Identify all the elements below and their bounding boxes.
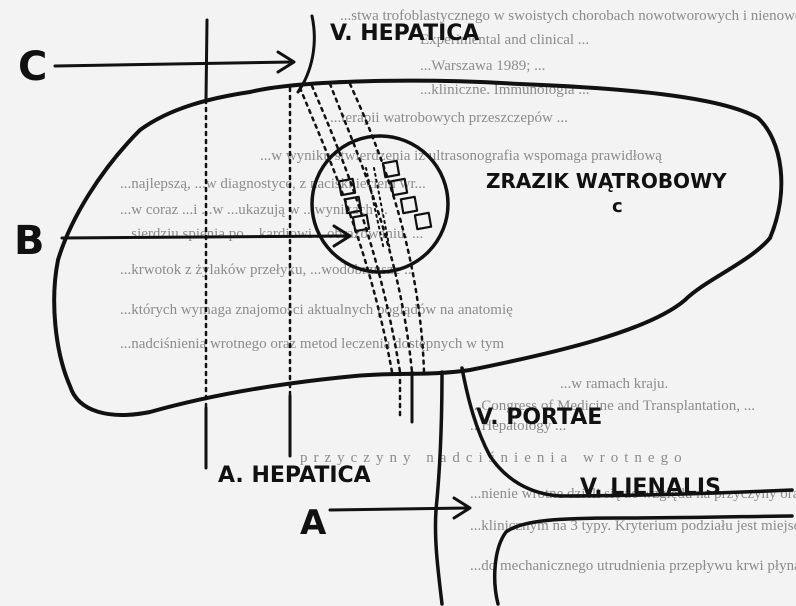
label-b: B xyxy=(14,218,45,264)
label-c: C xyxy=(18,44,47,90)
label-a: A xyxy=(300,503,327,543)
hepatocyte-cell xyxy=(401,197,417,213)
bg-text-line: ...w ramach kraju. xyxy=(560,376,668,392)
arrow-c-line xyxy=(55,62,292,66)
bg-text-line: ...nadciśnienia wrotnego oraz metod lecz… xyxy=(120,336,504,352)
portal-vein-left-wall xyxy=(435,372,442,604)
hepatic-vein-right-line xyxy=(298,16,314,92)
bg-text-line: ...terapii watrobowych przeszczepów ... xyxy=(330,110,568,126)
bg-text-line: ...których wymaga znajomości aktualnych … xyxy=(120,302,513,318)
bg-text-line: ...Warszawa 1989; ... xyxy=(420,58,545,74)
label-v-portae: V. PORTAE xyxy=(476,405,602,430)
bg-text-line: ...najlepszą, ...w diagnostyce, z nacisk… xyxy=(120,176,426,192)
label-a-hepatica: A. HEPATICA xyxy=(218,463,371,488)
bg-text-line: ...do mechanicznego utrudnienia przepływ… xyxy=(470,558,796,574)
liver-outline xyxy=(54,81,781,415)
label-v-hepatica: V. HEPATICA xyxy=(330,21,479,46)
bg-text-line: ...w wyniku stwierdzenia iż ultrasonogra… xyxy=(260,148,662,164)
arrow-a-line xyxy=(330,508,468,510)
label-v-lienalis: V. LIENALIS xyxy=(580,475,721,500)
bg-text-line: ...sierdziu spienia po ...kardiowi ...ob… xyxy=(120,226,423,242)
section-line-c-vertical xyxy=(206,20,207,100)
label-zrazik-c: c xyxy=(612,196,623,217)
label-zrazik-watrobowy: ZRAZIK WĄTROBOWY xyxy=(486,169,727,193)
